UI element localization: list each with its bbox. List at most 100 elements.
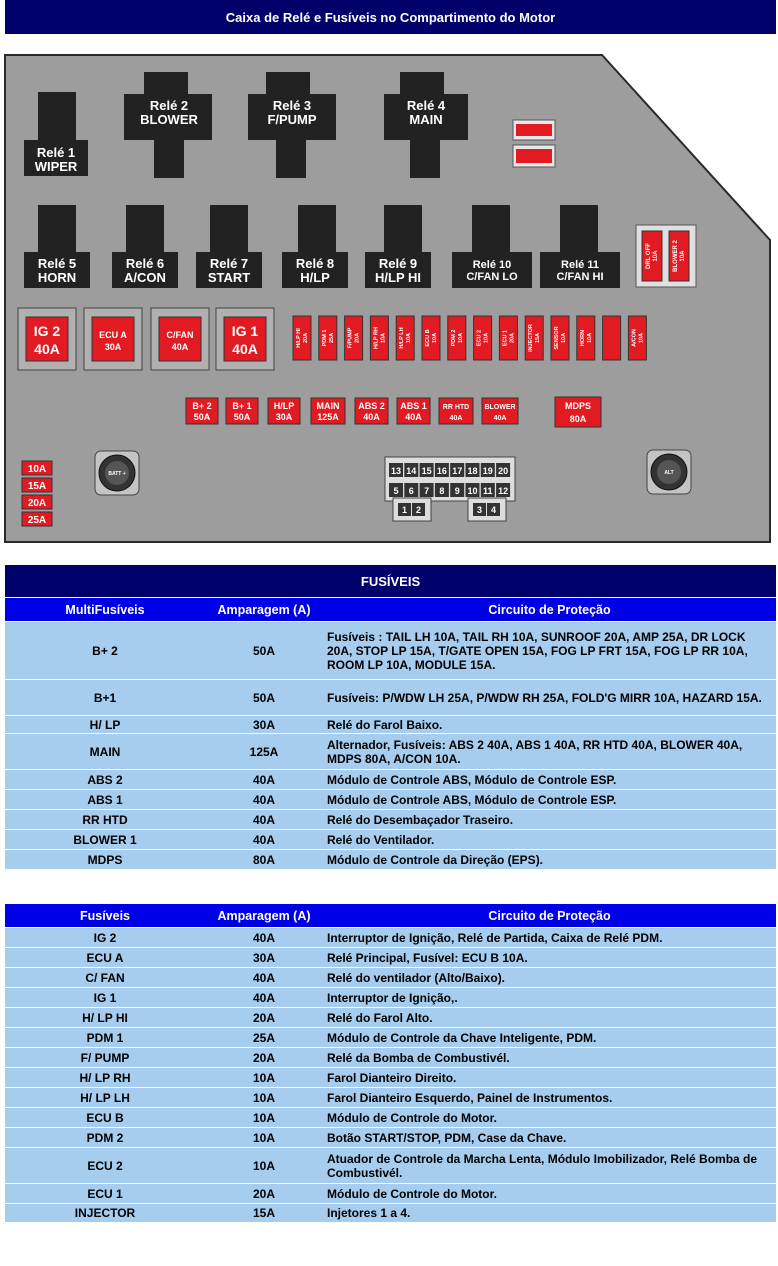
fuse-body xyxy=(396,397,431,425)
fuse-body xyxy=(267,397,301,425)
relay-label-box xyxy=(112,252,178,288)
circuit-cell: Interruptor de Ignição,. xyxy=(323,987,776,1008)
fuse-label: MDPS xyxy=(565,401,591,411)
pin-number: 9 xyxy=(455,486,460,496)
pin-number: 15 xyxy=(422,466,432,476)
circuit-cell: Injetores 1 a 4. xyxy=(323,1203,776,1223)
relay-number: Relé 7 xyxy=(210,256,248,271)
relay-name: WIPER xyxy=(35,159,78,174)
relay-stem xyxy=(384,205,422,255)
circuit-cell: Módulo de Controle ABS, Módulo de Contro… xyxy=(323,789,777,810)
connector-pin xyxy=(434,483,449,497)
relay-name: A/CON xyxy=(124,270,166,285)
relay-stem xyxy=(400,72,444,96)
fuse-body xyxy=(223,316,267,362)
relay: Relé 11C/FAN HI xyxy=(540,252,620,288)
fuse-label: B+ 1 xyxy=(232,401,251,411)
name-cell: B+1 xyxy=(5,679,205,716)
relay-stem xyxy=(126,205,164,255)
fuse-label: H/LP xyxy=(274,401,295,411)
relay-stem xyxy=(38,92,76,142)
fuse-body xyxy=(158,316,202,362)
multi-fuse-table: FUSÍVEIS MultiFusíveis Amparagem (A) Cir… xyxy=(5,565,777,870)
fuse-body xyxy=(318,315,338,361)
fuse-body xyxy=(602,315,622,361)
fuse-label: 10A xyxy=(587,333,593,343)
amperage-cell: 50A xyxy=(205,621,323,680)
relay-label-box xyxy=(196,252,262,288)
fuse-body xyxy=(25,316,69,362)
fuse-label: B+ 2 xyxy=(192,401,211,411)
amperage-cell: 20A xyxy=(205,1183,323,1204)
name-cell: ABS 2 xyxy=(5,769,205,790)
name-cell: PDM 1 xyxy=(5,1027,205,1048)
pin-number: 10 xyxy=(467,486,477,496)
name-cell: MDPS xyxy=(5,849,205,870)
connector-pin xyxy=(496,483,511,497)
fuse-table: Fusíveis Amparagem (A) Circuito de Prote… xyxy=(5,904,776,1223)
pin-number: 2 xyxy=(416,505,421,515)
relay: Relé 9H/LP HI xyxy=(365,252,431,288)
relay-stem xyxy=(298,205,336,255)
fuse-label: 10A xyxy=(380,333,386,343)
terminal-nut xyxy=(105,461,129,485)
name-cell: IG 1 xyxy=(5,987,205,1008)
amperage-cell: 40A xyxy=(205,789,323,810)
name-cell: ECU B xyxy=(5,1107,205,1128)
relay-name: BLOWER xyxy=(140,112,198,127)
fuse-label: 10A xyxy=(561,333,567,343)
amperage-cell: 15A xyxy=(205,1203,323,1223)
fuse-label: 40A xyxy=(405,412,422,422)
circuit-cell: Módulo de Controle da Direção (EPS). xyxy=(323,849,777,870)
name-cell: PDM 2 xyxy=(5,1127,205,1148)
fuse-label: 15A xyxy=(535,333,541,343)
connector-pin xyxy=(419,483,434,497)
circuit-cell: Interruptor de Ignição, Relé de Partida,… xyxy=(323,927,776,948)
column-header: MultiFusíveis xyxy=(5,597,205,622)
connector-pin xyxy=(389,483,403,497)
relay-stem xyxy=(560,205,598,255)
circuit-cell: Relé do Farol Alto. xyxy=(323,1007,776,1028)
fuse-body xyxy=(576,315,596,361)
fuse-label: 10A xyxy=(406,333,412,343)
fuse-body xyxy=(641,230,663,282)
fuse-label: 10A xyxy=(653,250,659,262)
fuse-label: ABS 1 xyxy=(400,401,427,411)
fuse-label: MAIN xyxy=(317,401,340,411)
fuse-label: 40A xyxy=(232,341,258,357)
name-cell: MAIN xyxy=(5,733,205,770)
name-cell: BLOWER 1 xyxy=(5,829,205,850)
fuse-body xyxy=(421,315,441,361)
name-cell: H/ LP HI xyxy=(5,1007,205,1028)
fuse-label: 10A xyxy=(458,333,464,343)
relay-name: MAIN xyxy=(409,112,442,127)
circuit-cell: Módulo de Controle do Motor. xyxy=(323,1107,776,1128)
pin-number: 14 xyxy=(406,466,416,476)
fuse-body xyxy=(225,397,259,425)
name-cell: C/ FAN xyxy=(5,967,205,988)
name-cell: IG 2 xyxy=(5,927,205,948)
